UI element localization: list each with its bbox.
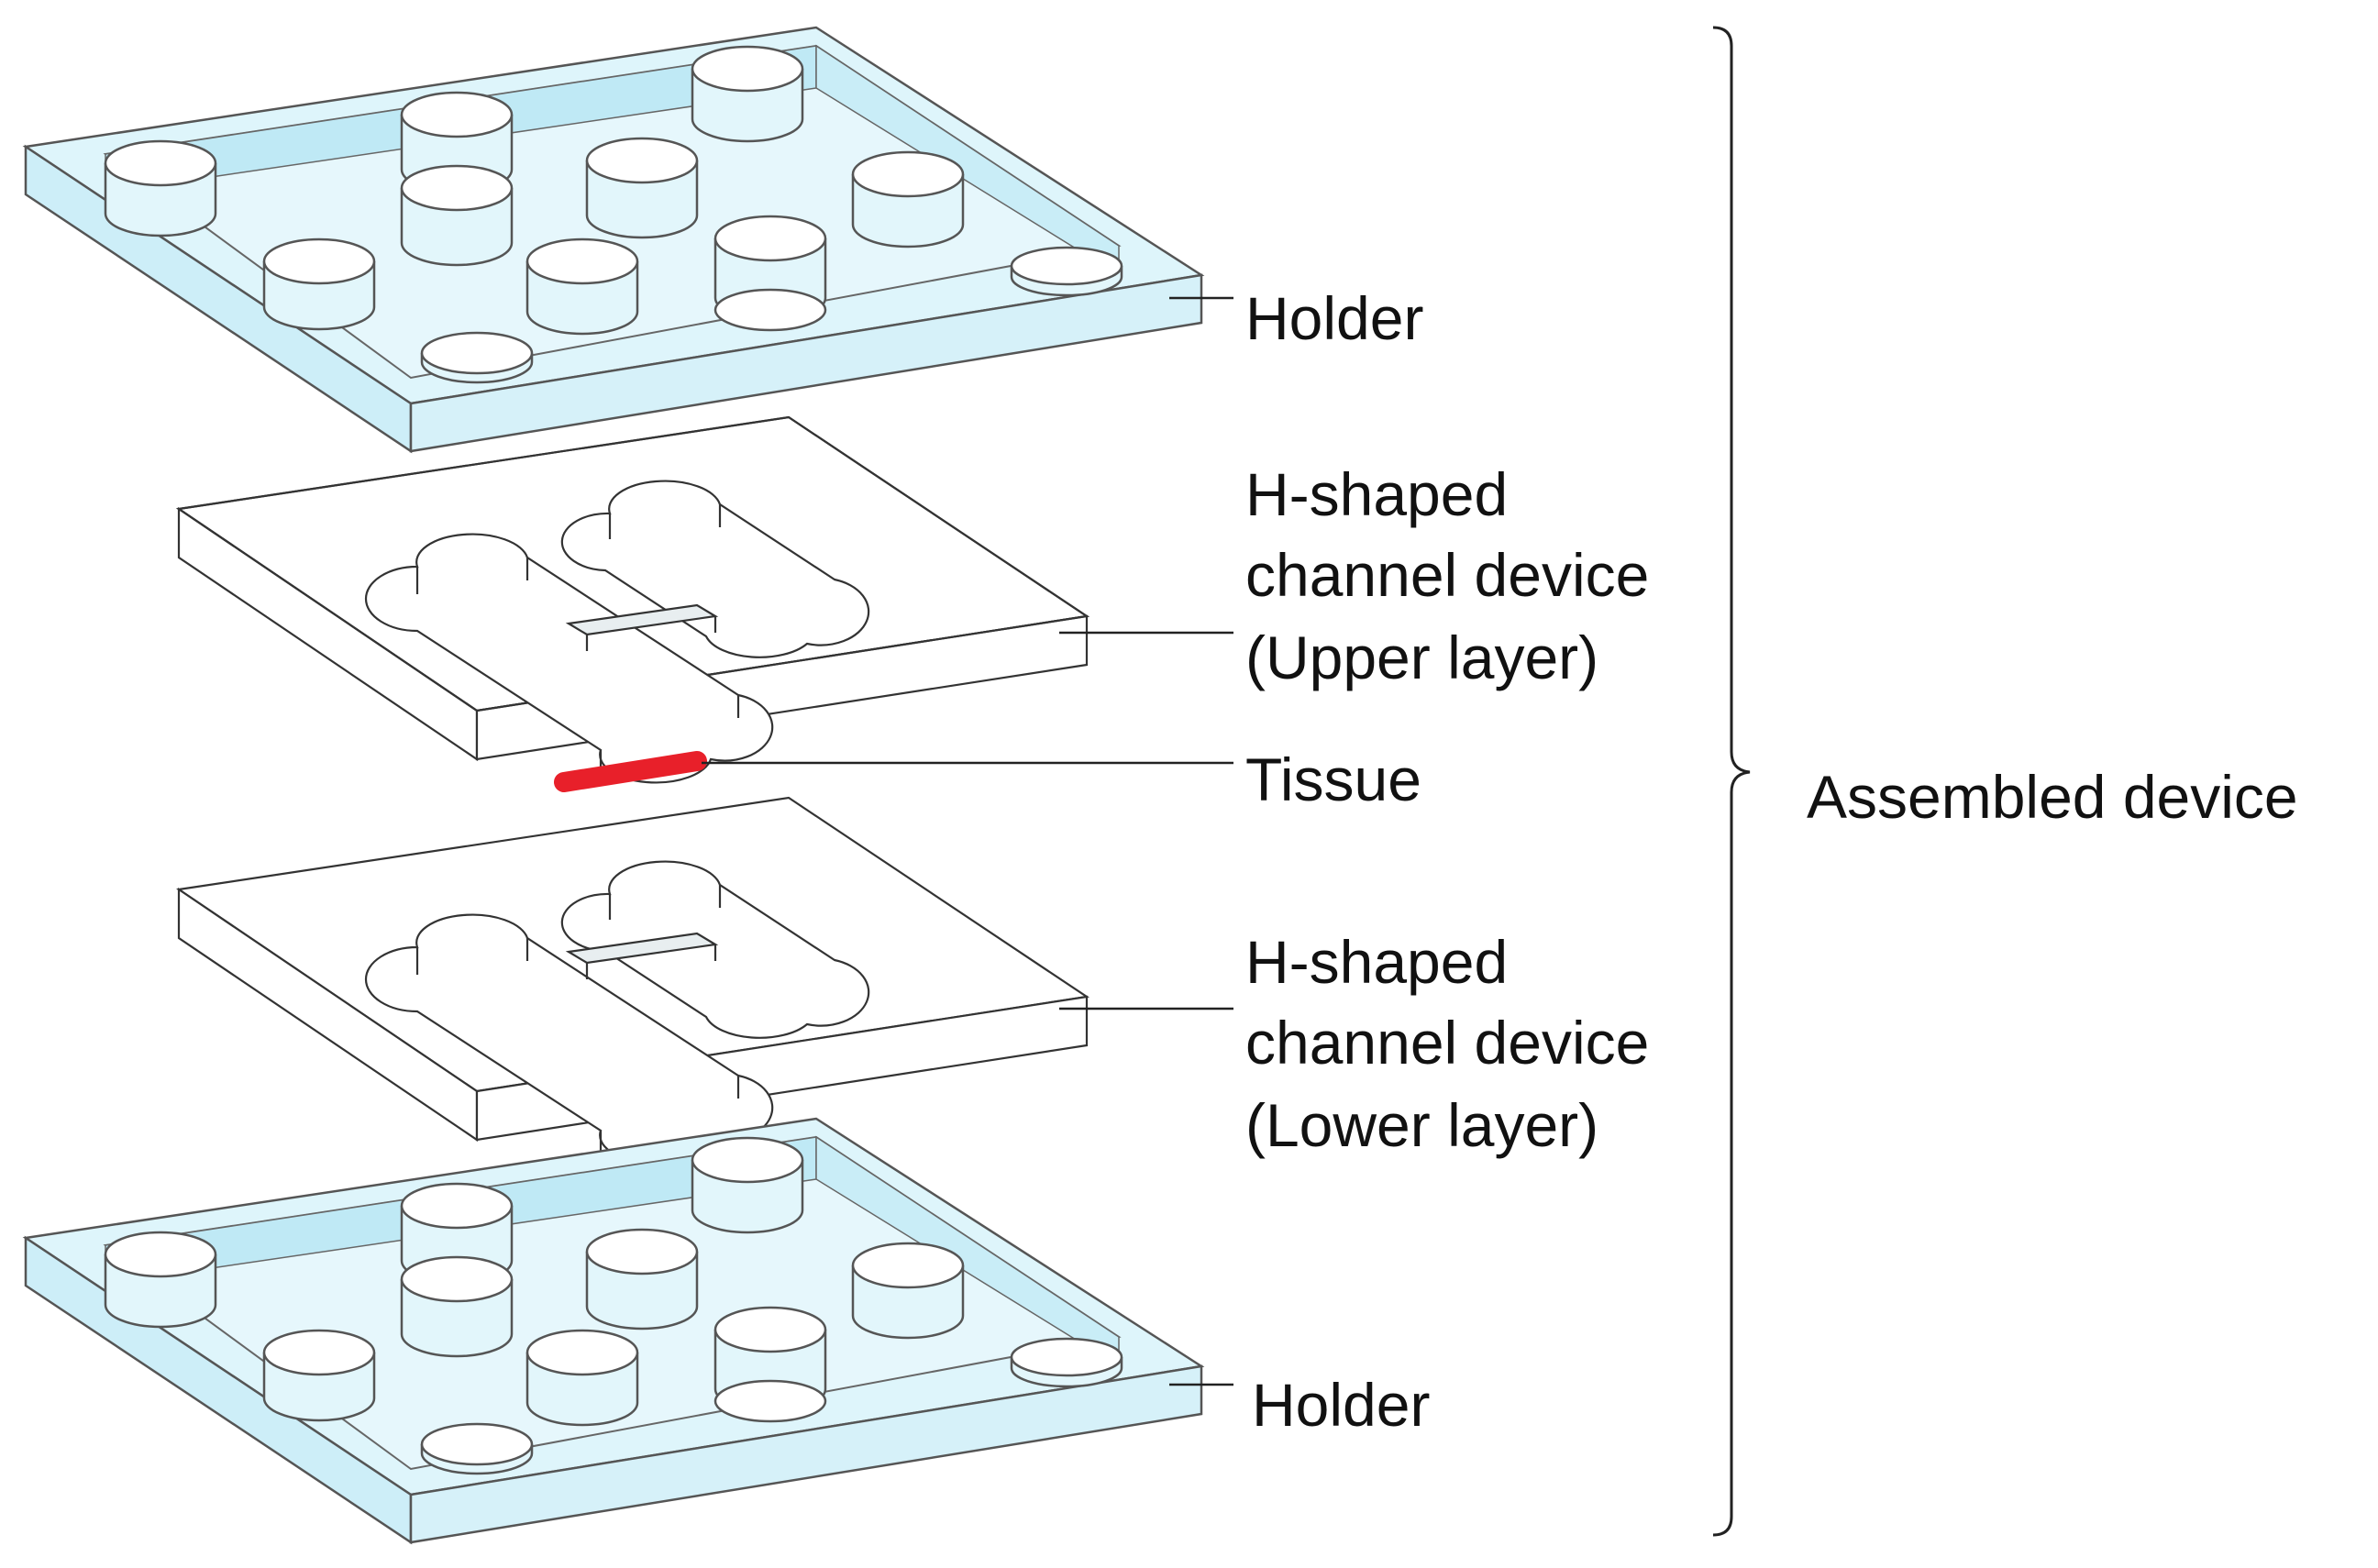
- leader-lines: [702, 296, 1233, 1386]
- label-upper-line-3: (Upper layer): [1245, 624, 1598, 691]
- label-lower-line-3: (Lower layer): [1245, 1091, 1598, 1159]
- label-lower-line-1: H-shaped: [1245, 928, 1508, 996]
- label-lower-layer: H-shaped channel device (Lower layer): [1245, 928, 1666, 1159]
- holder-bottom-wells: [104, 1136, 1123, 1475]
- label-holder-bottom: Holder: [1252, 1371, 1430, 1439]
- label-lower-line-2: channel device: [1245, 1009, 1649, 1077]
- label-upper-layer: H-shaped channel device (Upper layer): [1245, 460, 1666, 691]
- holder-top-wells: [104, 45, 1123, 384]
- label-upper-line-1: H-shaped: [1245, 460, 1508, 528]
- channel-device-lower: [176, 796, 1089, 1165]
- h-channel-upper: [364, 480, 870, 784]
- holder-bottom: [22, 1117, 1205, 1545]
- assembled-brace: [1712, 26, 1751, 1537]
- label-tissue: Tissue: [1245, 745, 1421, 813]
- label-assembled-device: Assembled device: [1807, 763, 2298, 831]
- channel-device-upper: [176, 415, 1089, 784]
- h-channel-lower: [364, 860, 870, 1165]
- holder-top: [22, 26, 1205, 454]
- label-upper-line-2: channel device: [1245, 541, 1649, 609]
- label-holder-top: Holder: [1245, 284, 1423, 352]
- tissue: [554, 751, 707, 792]
